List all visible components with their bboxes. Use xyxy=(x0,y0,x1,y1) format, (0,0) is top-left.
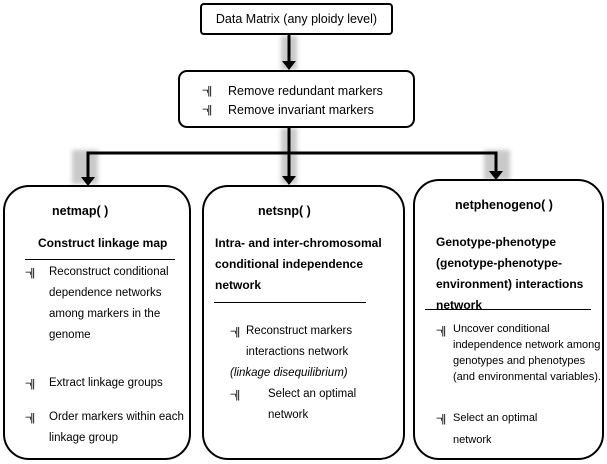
netphenogeno-heading: Genotype-phenotype (genotype-phenotype-e… xyxy=(436,235,584,312)
netsnp-heading: Intra- and inter-chromosomal conditional… xyxy=(215,236,382,292)
netphenogeno-item-select: Select an optimal network xyxy=(453,412,538,446)
filter-item-invariant: ¬|| Remove invariant markers xyxy=(202,102,374,117)
bullet-icon: ¬|| xyxy=(436,325,446,337)
filter-item-redundant: ¬|| Remove redundant markers xyxy=(202,83,383,98)
netsnp-item-reconstruct: Reconstruct markers interactions network xyxy=(246,325,353,358)
netmap-function-name: netmap( ) xyxy=(52,204,109,218)
netmap-item-order: Order markers within each linkage group xyxy=(49,411,184,444)
netphenogeno-function-name: netphenogeno( ) xyxy=(455,198,553,212)
netmap-divider xyxy=(25,259,175,260)
netsnp-box: netsnp( ) Intra- and inter-chromosomal c… xyxy=(202,185,405,460)
bullet-icon: ¬|| xyxy=(25,378,35,390)
bullet-icon: ¬|| xyxy=(25,412,35,424)
bullet-icon: ¬|| xyxy=(202,84,212,97)
data-matrix-box: Data Matrix (any ploidy level) xyxy=(200,3,393,35)
netmap-box: netmap( ) Construct linkage map ¬|| Reco… xyxy=(3,185,191,460)
netphenogeno-item-uncover: Uncover conditional independence network… xyxy=(453,323,601,383)
arrow-lines xyxy=(86,35,498,180)
netsnp-divider xyxy=(214,302,366,303)
marker-filter-box: ¬|| Remove redundant markers ¬|| Remove … xyxy=(178,70,415,128)
bullet-icon: ¬|| xyxy=(230,326,240,338)
netmap-item-reconstruct: Reconstruct conditional dependence netwo… xyxy=(49,266,169,341)
netphenogeno-box: netphenogeno( ) Genotype-phenotype (geno… xyxy=(413,179,604,460)
bullet-icon: ¬|| xyxy=(202,103,212,116)
netsnp-function-name: netsnp( ) xyxy=(258,204,311,218)
bullet-icon: ¬|| xyxy=(436,413,446,425)
netsnp-item-select: Select an optimal network xyxy=(268,388,357,421)
netmap-item-extract: Extract linkage groups xyxy=(49,377,163,389)
bullet-icon: ¬|| xyxy=(230,389,240,401)
arrow-heads xyxy=(81,61,503,186)
netsnp-item-ld: (linkage disequilibrium) xyxy=(230,367,348,379)
netphenogeno-divider xyxy=(425,309,591,310)
data-matrix-label: Data Matrix (any ploidy level) xyxy=(215,12,378,26)
bullet-icon: ¬|| xyxy=(25,267,35,279)
netmap-heading: Construct linkage map xyxy=(38,236,168,250)
